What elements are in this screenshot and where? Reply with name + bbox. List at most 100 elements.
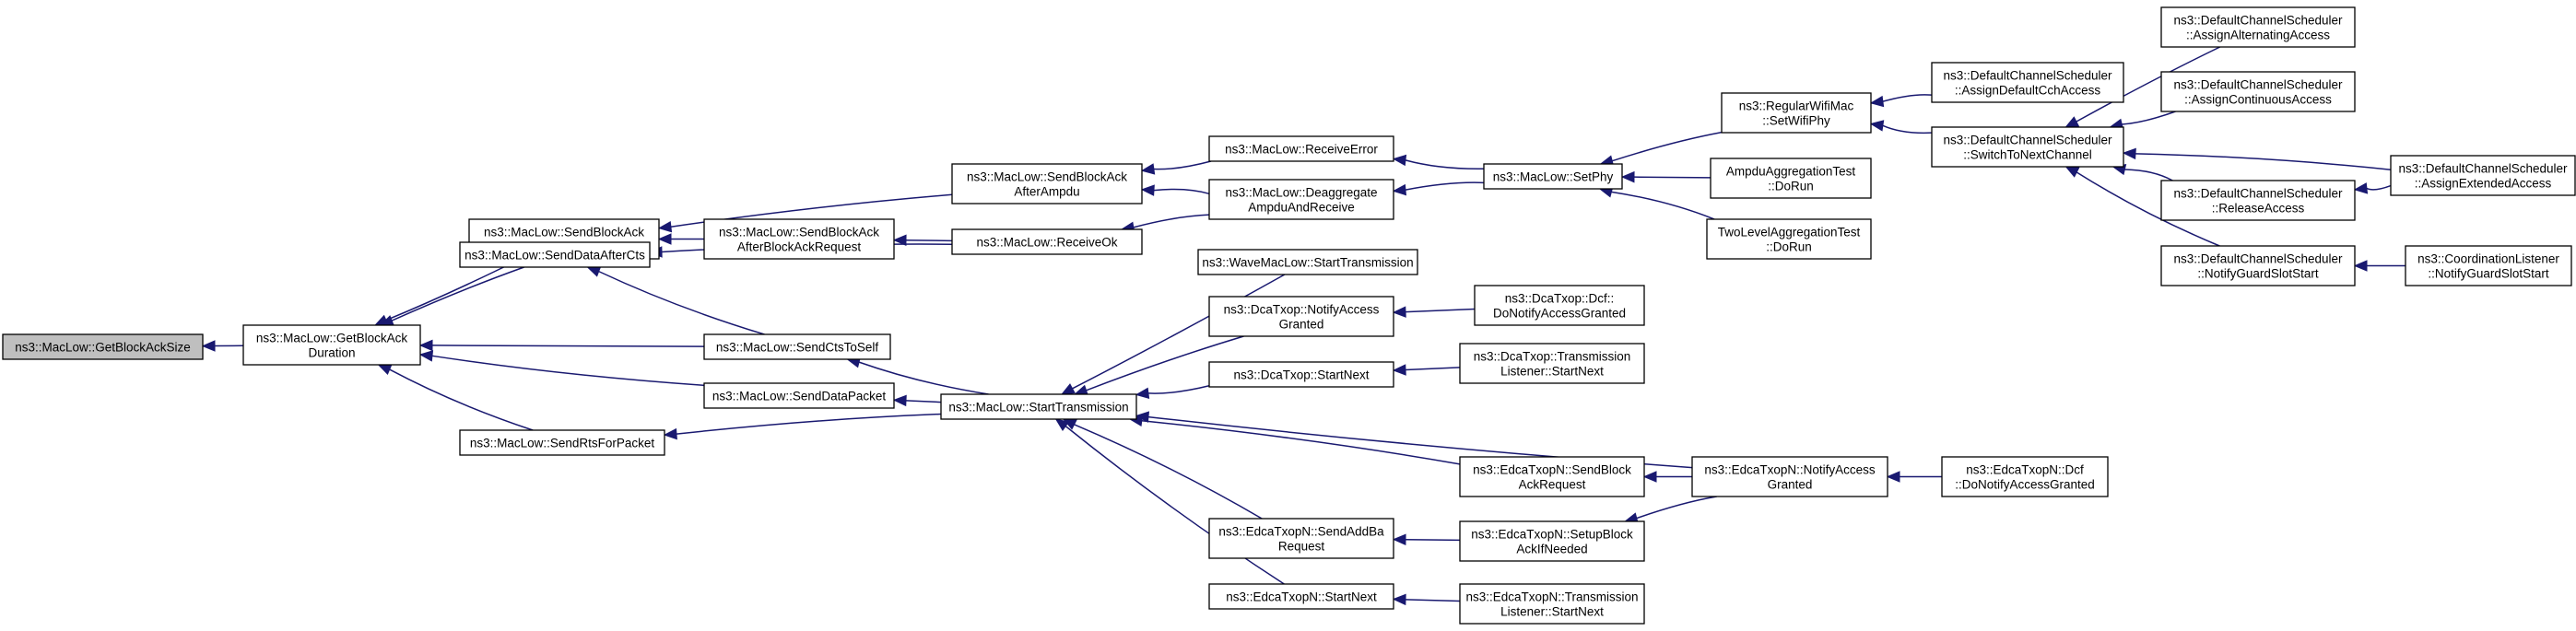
node-box bbox=[459, 241, 651, 268]
node-label: ns3::EdcaTxopN::NotifyAccess bbox=[1704, 463, 1876, 477]
node-box bbox=[951, 228, 1143, 255]
graph-node[interactable]: ns3::EdcaTxopN::NotifyAccessGranted bbox=[1691, 456, 1888, 497]
graph-node[interactable]: ns3::MacLow::SendCtsToSelf bbox=[703, 333, 891, 360]
node-label: ns3::MacLow::GetBlockAck bbox=[256, 332, 408, 345]
edge-line bbox=[1133, 214, 1210, 228]
graph-node[interactable]: ns3::RegularWifiMac::SetWifiPhy bbox=[1721, 92, 1872, 134]
graph-node[interactable]: ns3::DefaultChannelScheduler::AssignDefa… bbox=[1931, 62, 2124, 103]
node-label: ns3::MacLow::SetPhy bbox=[1493, 170, 1614, 184]
node-label: ns3::MacLow::SendBlockAck bbox=[484, 226, 644, 240]
node-label: AfterBlockAckRequest bbox=[737, 240, 862, 254]
node-box bbox=[1931, 126, 2124, 168]
edge-line bbox=[2135, 153, 2392, 170]
node-box bbox=[2, 333, 204, 360]
graph-node[interactable]: ns3::EdcaTxopN::TransmissionListener::St… bbox=[1459, 583, 1645, 625]
graph-node[interactable]: ns3::MacLow::ReceiveOk bbox=[951, 228, 1143, 255]
edge-n16-to-n10 bbox=[1062, 418, 1263, 520]
graph-node[interactable]: ns3::DefaultChannelScheduler::AssignAlte… bbox=[2160, 6, 2356, 48]
edge-arrowhead bbox=[1869, 95, 1885, 108]
graph-node[interactable]: ns3::MacLow::SendDataPacket bbox=[703, 382, 895, 409]
node-label: Listener::StartNext bbox=[1500, 365, 1604, 379]
edge-n27-to-n21 bbox=[1642, 471, 1692, 483]
node-label: ns3::MacLow::SendBlockAck bbox=[967, 170, 1127, 184]
graph-node[interactable]: ns3::WaveMacLow::StartTransmission bbox=[1197, 249, 1418, 275]
edge-line bbox=[2076, 171, 2220, 247]
node-box bbox=[1710, 158, 1872, 199]
edge-line bbox=[1633, 176, 1711, 179]
graph-node[interactable]: AmpduAggregationTest::DoRun bbox=[1710, 158, 1872, 199]
graph-node[interactable]: ns3::MacLow::StartTransmission bbox=[940, 393, 1137, 420]
graph-node[interactable]: TwoLevelAggregationTest::DoRun bbox=[1706, 218, 1872, 260]
node-label: AmpduAndReceive bbox=[1248, 201, 1355, 215]
node-label: ns3::EdcaTxopN::Dcf bbox=[1966, 463, 2084, 477]
graph-node[interactable]: ns3::CoordinationListener::NotifyGuardSl… bbox=[2405, 245, 2572, 286]
graph-node[interactable]: ns3::DcaTxop::StartNext bbox=[1208, 361, 1394, 388]
node-label: ns3::MacLow::SendCtsToSelf bbox=[716, 341, 879, 355]
graph-node[interactable]: ns3::DefaultChannelScheduler::AssignCont… bbox=[2160, 71, 2356, 112]
edge-line bbox=[1065, 426, 1285, 585]
edge-line bbox=[431, 355, 705, 387]
edge-n2-to-n1 bbox=[373, 258, 522, 326]
node-label: Granted bbox=[1768, 478, 1813, 492]
node-label: ns3::RegularWifiMac bbox=[1739, 99, 1854, 113]
edge-line bbox=[1405, 367, 1461, 371]
node-label: ns3::MacLow::StartTransmission bbox=[948, 401, 1128, 415]
graph-node[interactable]: ns3::DcaTxop::TransmissionListener::Star… bbox=[1459, 343, 1645, 384]
node-label: ns3::DefaultChannelScheduler bbox=[1943, 134, 2112, 147]
node-box bbox=[1941, 456, 2109, 497]
graph-node[interactable]: ns3::MacLow::SendBlockAckAfterBlockAckRe… bbox=[703, 218, 895, 260]
node-box bbox=[2405, 245, 2572, 286]
graph-node[interactable]: ns3::MacLow::SendDataAfterCts bbox=[459, 241, 651, 268]
node-label: ns3::DefaultChannelScheduler bbox=[2173, 14, 2343, 28]
graph-node[interactable]: ns3::MacLow::SendRtsForPacket bbox=[459, 429, 665, 456]
graph-node[interactable]: ns3::MacLow::ReceiveError bbox=[1208, 135, 1394, 162]
node-label: Granted bbox=[1279, 318, 1324, 332]
root-node[interactable]: ns3::MacLow::GetBlockAckSize bbox=[2, 333, 204, 360]
edge-n25-to-n18 bbox=[1620, 170, 1711, 183]
graph-node[interactable]: ns3::DefaultChannelScheduler::SwitchToNe… bbox=[1931, 126, 2124, 168]
edge-arrowhead bbox=[2064, 166, 2080, 178]
node-box bbox=[1691, 456, 1888, 497]
edge-line bbox=[431, 345, 705, 347]
node-label: ns3::DefaultChannelScheduler bbox=[2398, 162, 2568, 176]
graph-node[interactable]: ns3::MacLow::SetPhy bbox=[1483, 163, 1623, 190]
edge-n3-to-n1 bbox=[379, 266, 524, 326]
edge-line bbox=[598, 270, 765, 335]
edge-line bbox=[2122, 111, 2176, 125]
node-label: ::AssignContinuousAccess bbox=[2184, 93, 2332, 107]
graph-node[interactable]: ns3::DefaultChannelScheduler::ReleaseAcc… bbox=[2160, 180, 2356, 221]
edge-line bbox=[1882, 124, 1933, 134]
node-label: ns3::EdcaTxopN::SetupBlock bbox=[1471, 528, 1633, 542]
node-label: ::SetWifiPhy bbox=[1762, 114, 1830, 128]
node-box bbox=[459, 429, 665, 456]
node-label: ns3::DefaultChannelScheduler bbox=[2173, 187, 2343, 201]
node-label: ns3::DefaultChannelScheduler bbox=[2173, 78, 2343, 92]
edge-n36-to-n34 bbox=[2353, 260, 2405, 272]
graph-node[interactable]: ns3::DefaultChannelScheduler::AssignExte… bbox=[2390, 155, 2576, 196]
node-box bbox=[951, 163, 1143, 204]
node-box bbox=[1931, 62, 2124, 103]
edge-line bbox=[1153, 160, 1212, 170]
graph-node[interactable]: ns3::EdcaTxopN::Dcf::DoNotifyAccessGrant… bbox=[1941, 456, 2109, 497]
edge-arrowhead bbox=[377, 364, 393, 376]
edge-line bbox=[1074, 424, 1263, 520]
node-label: ns3::MacLow::Deaggregate bbox=[1225, 186, 1377, 200]
edge-arrowhead bbox=[1392, 364, 1406, 376]
graph-node[interactable]: ns3::DcaTxop::NotifyAccessGranted bbox=[1208, 296, 1394, 337]
node-label: ns3::CoordinationListener bbox=[2417, 252, 2559, 266]
edge-n35-to-n29 bbox=[2122, 147, 2392, 170]
edge-n17-to-n10 bbox=[1054, 418, 1285, 585]
edge-n20-to-n15 bbox=[1392, 364, 1461, 376]
edge-n27-to-n22 bbox=[1624, 496, 1717, 524]
node-label: Listener::StartNext bbox=[1500, 605, 1604, 619]
graph-node[interactable]: ns3::DcaTxop::Dcf::DoNotifyAccessGranted bbox=[1474, 285, 1645, 326]
graph-node[interactable]: ns3::DefaultChannelScheduler::NotifyGuar… bbox=[2160, 245, 2356, 286]
graph-node[interactable]: ns3::EdcaTxopN::StartNext bbox=[1208, 583, 1394, 610]
edge-line bbox=[676, 413, 942, 435]
